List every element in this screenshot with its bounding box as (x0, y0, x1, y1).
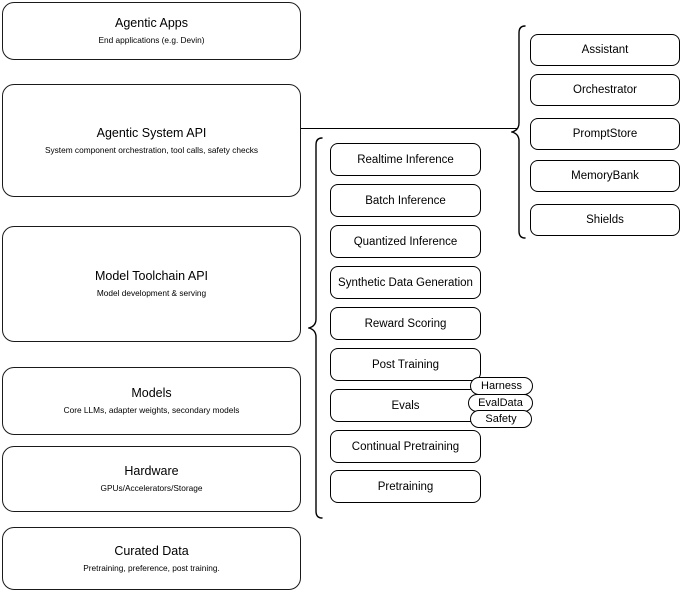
eval-subcomponent-harness[interactable]: Harness (470, 377, 533, 395)
toolchain-component-label: Continual Pretraining (351, 440, 460, 453)
toolchain-component-label: Synthetic Data Generation (338, 276, 473, 289)
toolchain-component-label: Post Training (371, 358, 440, 371)
stack-layer-hardware[interactable]: Hardware GPUs/Accelerators/Storage (2, 446, 301, 512)
stack-layer-model-toolchain-api[interactable]: Model Toolchain API Model development & … (2, 226, 301, 342)
stack-layer-agentic-apps[interactable]: Agentic Apps End applications (e.g. Devi… (2, 2, 301, 60)
system-component-memorybank[interactable]: MemoryBank (530, 160, 680, 192)
toolchain-component-quantized-inference[interactable]: Quantized Inference (330, 225, 481, 258)
toolchain-component-batch-inference[interactable]: Batch Inference (330, 184, 481, 217)
stack-layer-subtitle: Model development & serving (96, 288, 207, 298)
toolchain-component-label: Evals (391, 399, 420, 412)
toolchain-component-label: Quantized Inference (353, 235, 458, 248)
stack-layer-title: Agentic Apps (115, 16, 188, 30)
toolchain-component-evals[interactable]: Evals (330, 389, 481, 422)
stack-layer-curated-data[interactable]: Curated Data Pretraining, preference, po… (2, 527, 301, 590)
stack-layer-title: Curated Data (114, 543, 189, 558)
system-component-orchestrator[interactable]: Orchestrator (530, 74, 680, 106)
system-component-label: MemoryBank (571, 170, 639, 182)
connector-line-system-api-to-components (301, 128, 517, 130)
system-component-label: Orchestrator (573, 84, 637, 96)
toolchain-component-realtime-inference[interactable]: Realtime Inference (330, 143, 481, 176)
stack-layer-models[interactable]: Models Core LLMs, adapter weights, secon… (2, 367, 301, 435)
stack-layer-subtitle: System component orchestration, tool cal… (44, 144, 259, 155)
brace-model-toolchain (308, 136, 324, 520)
stack-layer-title: Agentic System API (96, 125, 207, 140)
stack-layer-subtitle: Core LLMs, adapter weights, secondary mo… (63, 405, 240, 415)
stack-layer-agentic-system-api[interactable]: Agentic System API System component orch… (2, 84, 301, 197)
eval-subcomponent-label: EvalData (478, 397, 523, 409)
toolchain-component-label: Pretraining (377, 480, 434, 493)
system-component-promptstore[interactable]: PromptStore (530, 118, 680, 150)
system-component-shields[interactable]: Shields (530, 204, 680, 236)
stack-layer-subtitle: End applications (e.g. Devin) (98, 35, 205, 45)
eval-subcomponent-label: Harness (481, 380, 522, 392)
toolchain-component-reward-scoring[interactable]: Reward Scoring (330, 307, 481, 340)
toolchain-component-label: Realtime Inference (357, 153, 454, 166)
system-component-label: PromptStore (572, 128, 638, 140)
stack-layer-title: Model Toolchain API (94, 269, 209, 283)
toolchain-component-label: Batch Inference (365, 194, 446, 207)
toolchain-component-pretraining[interactable]: Pretraining (330, 470, 481, 503)
eval-subcomponent-safety[interactable]: Safety (470, 410, 532, 428)
system-component-label: Shields (586, 214, 624, 226)
toolchain-component-post-training[interactable]: Post Training (330, 348, 481, 381)
stack-layer-title: Models (131, 386, 172, 400)
toolchain-component-synthetic-data-generation[interactable]: Synthetic Data Generation (330, 266, 481, 299)
brace-agentic-system-components (511, 24, 527, 240)
system-component-assistant[interactable]: Assistant (530, 34, 680, 66)
toolchain-component-continual-pretraining[interactable]: Continual Pretraining (330, 430, 481, 463)
stack-layer-subtitle: Pretraining, preference, post training. (83, 562, 220, 573)
stack-layer-subtitle: GPUs/Accelerators/Storage (100, 483, 203, 493)
toolchain-component-label: Reward Scoring (364, 317, 447, 330)
stack-layer-title: Hardware (124, 464, 179, 478)
system-component-label: Assistant (581, 44, 629, 56)
eval-subcomponent-label: Safety (485, 413, 517, 425)
